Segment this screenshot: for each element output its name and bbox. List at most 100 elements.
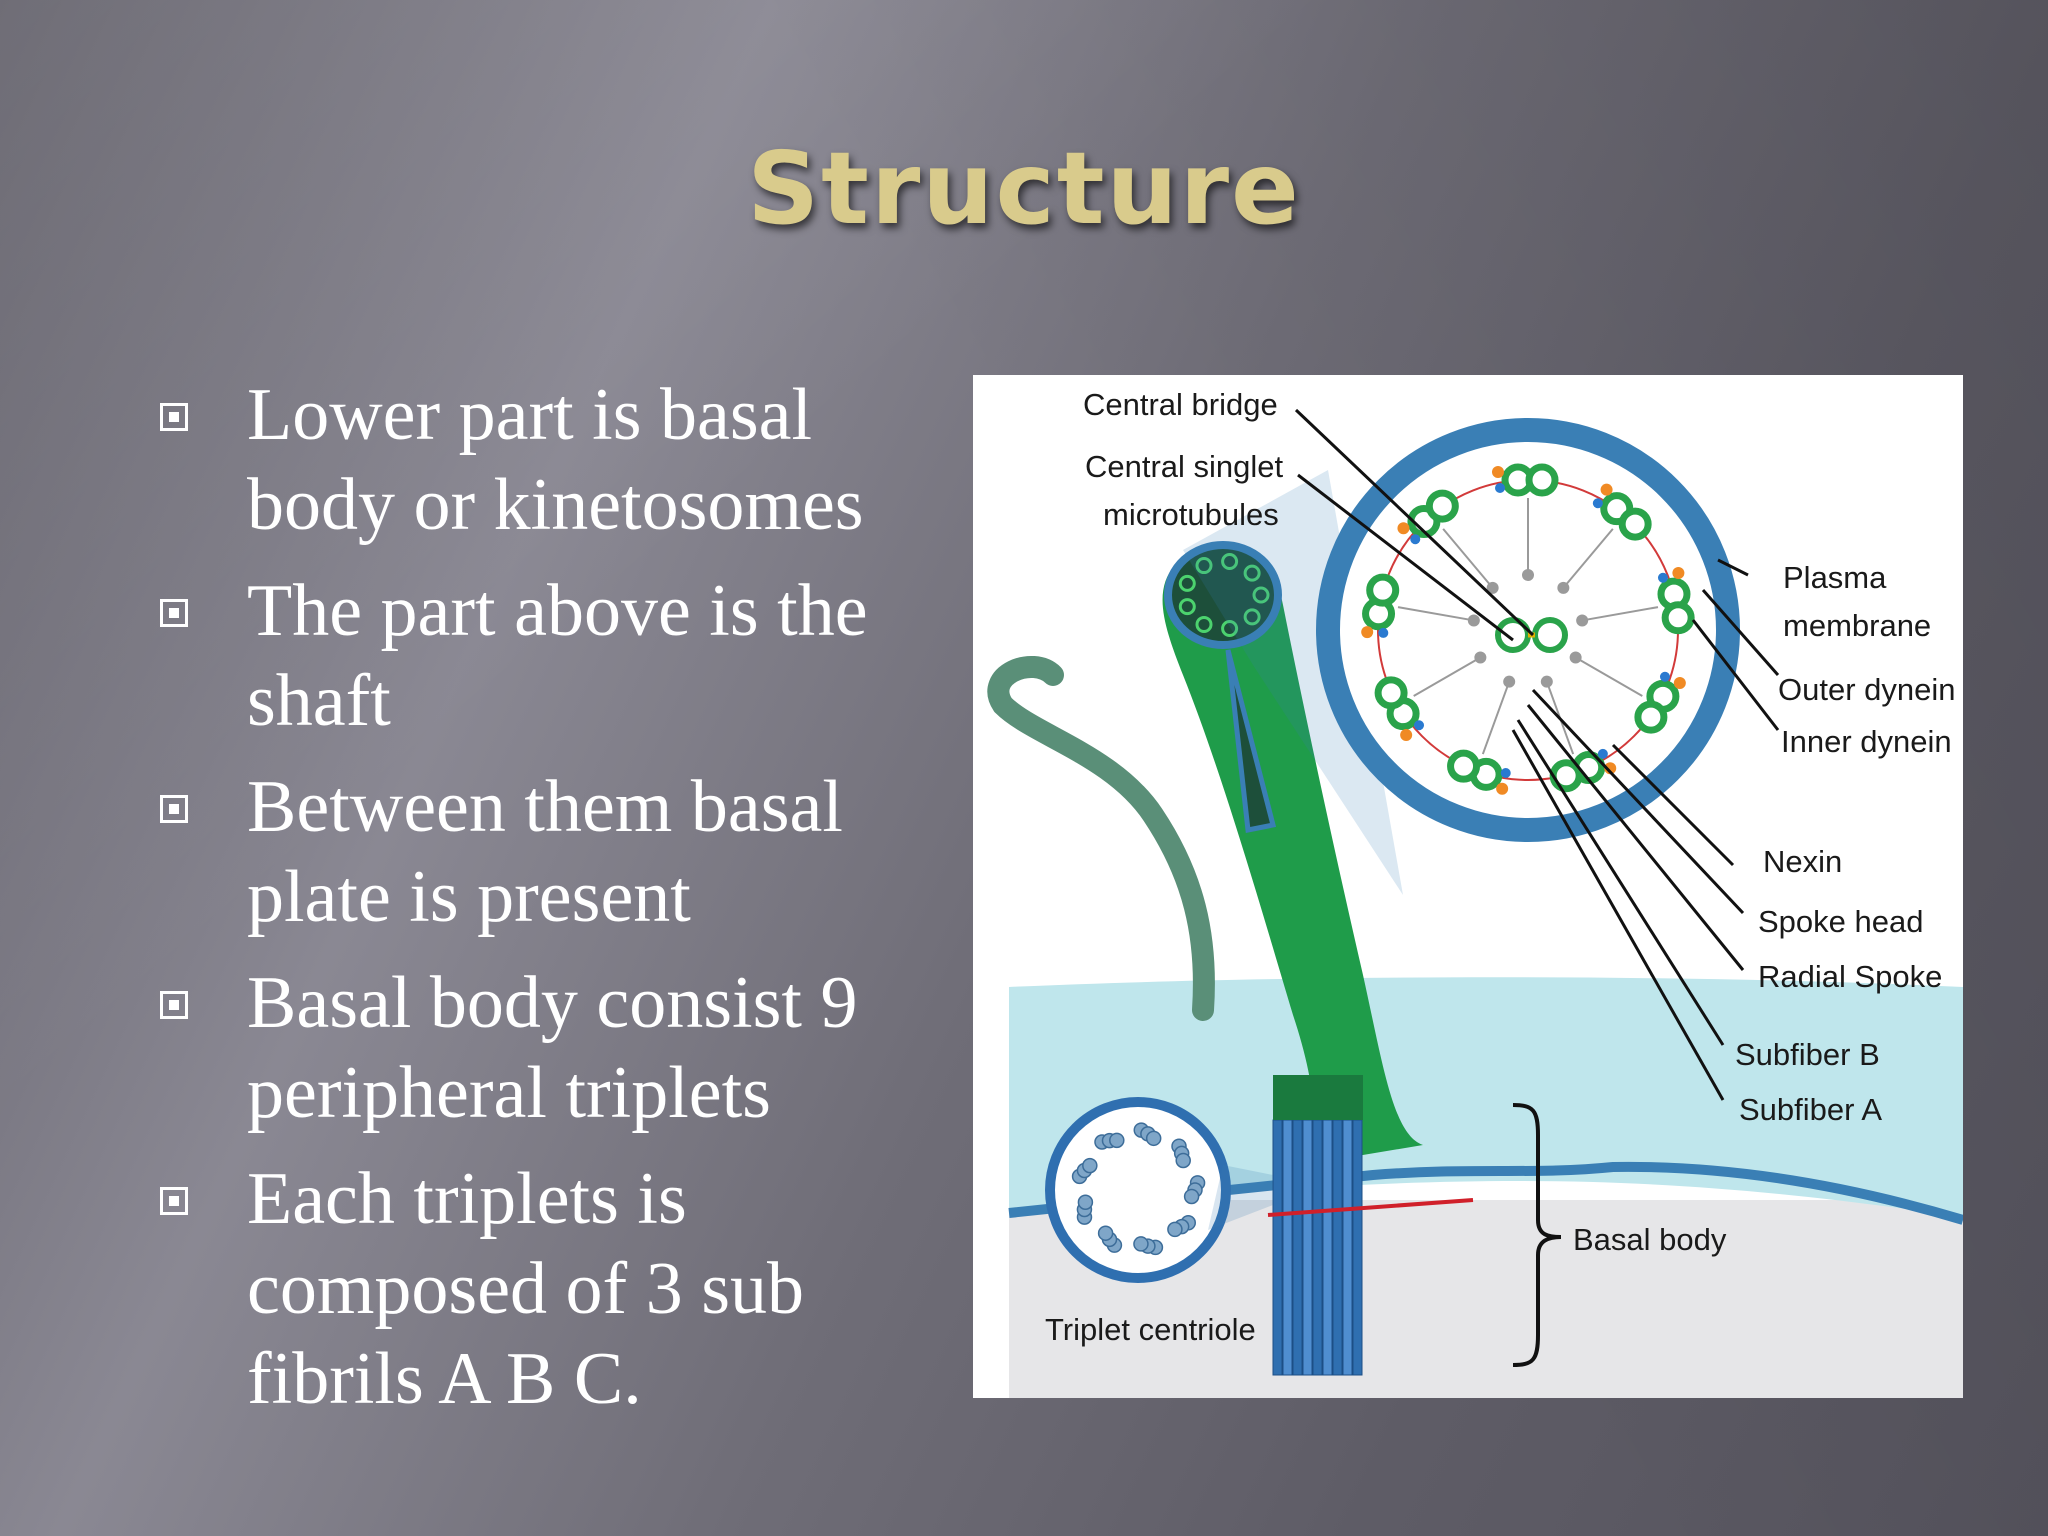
shaft-doublet xyxy=(1243,564,1261,582)
extracellular-fluid xyxy=(1009,977,1963,1217)
bullet-item: Lower part is basal body or kinetosomes xyxy=(150,370,950,550)
bullet-text: Each triplets is composed of 3 sub fibri… xyxy=(247,1158,804,1420)
label-radial-spoke: Radial Spoke xyxy=(1758,959,1942,994)
bullet-text: Lower part is basal body or kinetosomes xyxy=(247,374,864,546)
radial-spoke xyxy=(1581,606,1659,622)
centriole-projection xyxy=(1208,1165,1273,1230)
bullet-item: Between them basal plate is present xyxy=(150,762,950,942)
central-singlet xyxy=(1532,617,1568,653)
outer-dynein-arm xyxy=(1361,626,1374,639)
spoke-head xyxy=(1540,675,1553,688)
label-outer-dynein: Outer dynein xyxy=(1778,672,1956,707)
outer-dynein-arm xyxy=(1496,782,1509,795)
basal-body-tube xyxy=(1342,1119,1353,1376)
cilium-shaft xyxy=(1162,549,1423,1165)
centriole-microtubule xyxy=(1133,1236,1149,1252)
centriole-microtubule xyxy=(1082,1157,1098,1174)
outer-dynein-arm xyxy=(1600,483,1613,496)
label-central-singlet: Central singlet xyxy=(1085,449,1284,484)
transition-zone xyxy=(1273,1075,1363,1120)
centriole-microtubule xyxy=(1145,1130,1162,1147)
inner-dynein-arm xyxy=(1500,768,1511,779)
shaft-doublet xyxy=(1178,598,1196,616)
centriole-microtubule xyxy=(1167,1221,1183,1238)
subfiber-b xyxy=(1366,573,1400,607)
outer-dynein-arm xyxy=(1492,466,1504,478)
projection-beam xyxy=(1183,470,1403,895)
basal-body-tube xyxy=(1272,1119,1283,1376)
square-bullet-icon xyxy=(160,403,188,431)
label-membrane: membrane xyxy=(1783,608,1931,643)
centriole-microtubule xyxy=(1183,1188,1200,1205)
spoke-head xyxy=(1503,675,1516,688)
subfiber-b xyxy=(1661,601,1695,635)
subfiber-b xyxy=(1374,676,1408,710)
axoneme-structures xyxy=(1361,463,1695,795)
label-central-singlet-microtubules: microtubules xyxy=(1103,497,1279,532)
bullet-item: Each triplets is composed of 3 sub fibri… xyxy=(150,1154,950,1424)
radial-spoke xyxy=(1442,528,1494,589)
square-bullet-icon xyxy=(160,991,188,1019)
centriole-microtubule xyxy=(1077,1194,1094,1211)
square-bullet-icon xyxy=(160,599,188,627)
basal-plate xyxy=(1267,1198,1474,1217)
label-central-bridge: Central bridge xyxy=(1083,387,1278,422)
basal-body-tube xyxy=(1352,1119,1363,1376)
label-nexin: Nexin xyxy=(1763,844,1842,879)
inner-dynein-arm xyxy=(1657,572,1668,583)
radial-spoke xyxy=(1481,681,1511,755)
basal-body-tube xyxy=(1312,1119,1323,1376)
shaft-doublet-dots xyxy=(1178,553,1270,637)
inner-dynein-arm xyxy=(1495,483,1505,493)
centriole-triplet-dots xyxy=(1071,1122,1206,1256)
subfiber-b xyxy=(1634,700,1668,734)
spoke-head xyxy=(1557,581,1570,594)
label-subfiber-a: Subfiber A xyxy=(1739,1092,1882,1127)
label-inner-dynein: Inner dynein xyxy=(1781,724,1952,759)
bullet-list: Lower part is basal body or kinetosomes … xyxy=(150,370,950,1440)
radial-spoke xyxy=(1413,656,1481,697)
basal-body-tube xyxy=(1332,1119,1343,1376)
radial-spoke xyxy=(1575,656,1643,697)
subfiber-b xyxy=(1447,749,1481,783)
shaft-inner-core xyxy=(1225,649,1277,833)
basal-body-bracket xyxy=(1512,1103,1562,1367)
centriole-microtubule xyxy=(1109,1132,1125,1149)
subfiber-b xyxy=(1549,759,1583,793)
basal-body-tube xyxy=(1282,1119,1293,1376)
spoke-head xyxy=(1569,651,1582,664)
bullet-item: Basal body consist 9 peripheral triplets xyxy=(150,958,950,1138)
flagellum xyxy=(987,655,1215,1021)
basal-body-tube xyxy=(1292,1119,1303,1376)
basal-body-tube xyxy=(1302,1119,1313,1376)
bullet-text: The part above is the shaft xyxy=(247,570,868,742)
outer-dynein-arm xyxy=(1672,567,1685,580)
bullet-text: Basal body consist 9 peripheral triplets xyxy=(247,962,858,1134)
cilium-diagram: Central bridge Central singlet microtubu… xyxy=(987,387,1963,1398)
shaft-doublet xyxy=(1221,619,1239,637)
radial-spoke xyxy=(1562,528,1614,589)
bullet-item: The part above is the shaft xyxy=(150,566,950,746)
spoke-head xyxy=(1522,569,1534,581)
inner-dynein-arm xyxy=(1592,498,1603,509)
inner-dynein-arm xyxy=(1414,720,1425,731)
subfiber-b xyxy=(1618,507,1652,541)
radial-spoke xyxy=(1397,606,1475,622)
label-subfiber-b: Subfiber B xyxy=(1735,1037,1880,1072)
bullet-text: Between them basal plate is present xyxy=(247,766,843,938)
inner-dynein-arm xyxy=(1659,671,1670,682)
outer-dynein-arm xyxy=(1397,522,1410,535)
centriole-microtubule xyxy=(1175,1152,1191,1169)
shaft-doublet xyxy=(1243,608,1261,626)
diagram-labels: Central bridge Central singlet microtubu… xyxy=(1045,387,1956,1347)
square-bullet-icon xyxy=(160,795,188,823)
outer-dynein-arm xyxy=(1400,728,1413,741)
subfiber-b xyxy=(1425,489,1459,523)
centriole-microtubule xyxy=(1097,1225,1114,1241)
leader-lines xyxy=(1294,408,1780,1101)
basal-body-tube xyxy=(1322,1119,1333,1376)
shaft-doublet xyxy=(1195,557,1213,575)
label-triplet-centriole: Triplet centriole xyxy=(1045,1312,1256,1347)
shaft-doublet xyxy=(1195,615,1213,633)
inner-dynein-arm xyxy=(1410,534,1421,545)
